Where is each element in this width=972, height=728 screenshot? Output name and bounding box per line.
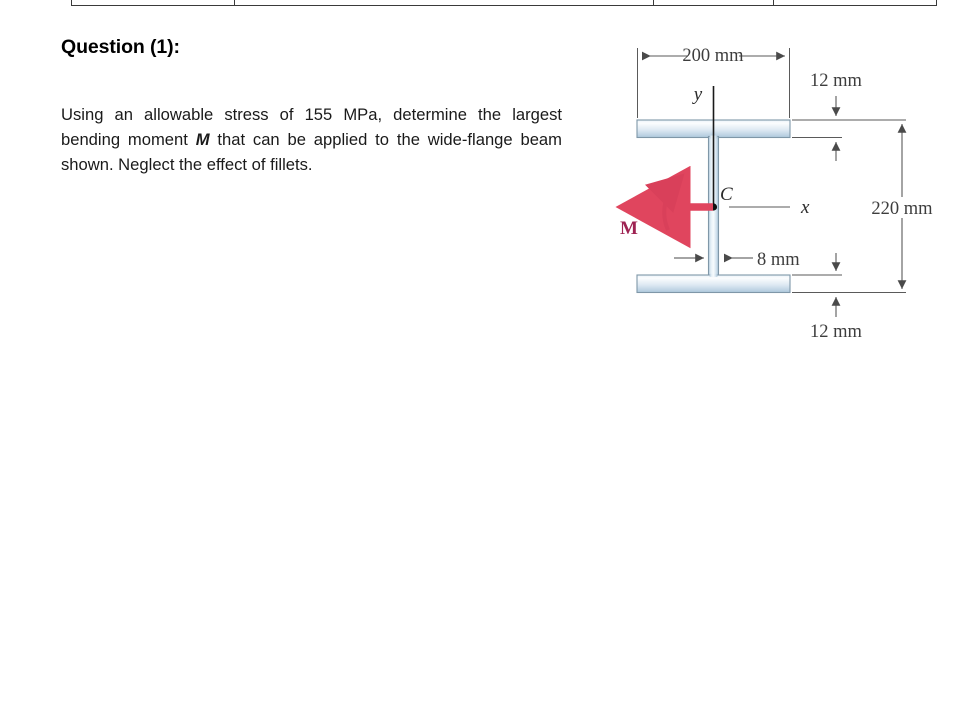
- bottom-joint-blend: [709, 273, 718, 277]
- moment-curved-arrow: [644, 173, 685, 231]
- label-width-200mm: 200 mm: [682, 46, 744, 66]
- table-column-separator-2: [653, 0, 654, 5]
- label-axis-x: x: [800, 197, 810, 218]
- question-title: Question (1):: [61, 36, 180, 58]
- label-web-8mm: 8 mm: [757, 250, 800, 270]
- question-body-prefix: Using an allowable stress of 155 MPa, de…: [61, 105, 562, 149]
- label-bottom-flange-12mm: 12 mm: [810, 322, 863, 342]
- clipped-table-strip: [71, 0, 937, 6]
- moment-vector-M: [615, 165, 713, 249]
- label-moment-M: M: [620, 218, 638, 239]
- label-depth-220mm: 220 mm: [871, 199, 933, 219]
- dimension-top-flange-12mm: [792, 96, 906, 161]
- dimension-bottom-flange-12mm: [792, 253, 906, 317]
- question-body: Using an allowable stress of 155 MPa, de…: [61, 102, 562, 177]
- question-body-suffix: that can be applied to the wide-flange b…: [61, 130, 562, 174]
- table-column-separator-1: [234, 0, 235, 5]
- label-top-flange-12mm: 12 mm: [810, 71, 863, 91]
- label-centroid-C: C: [720, 184, 733, 205]
- beam-cross-section-figure: 200 mm y x C M 12 mm: [596, 34, 956, 354]
- dimension-width-200mm: [637, 48, 790, 118]
- bottom-flange: [636, 274, 791, 294]
- table-column-separator-3: [773, 0, 774, 5]
- moment-symbol: M: [195, 130, 210, 149]
- label-axis-y: y: [692, 84, 703, 105]
